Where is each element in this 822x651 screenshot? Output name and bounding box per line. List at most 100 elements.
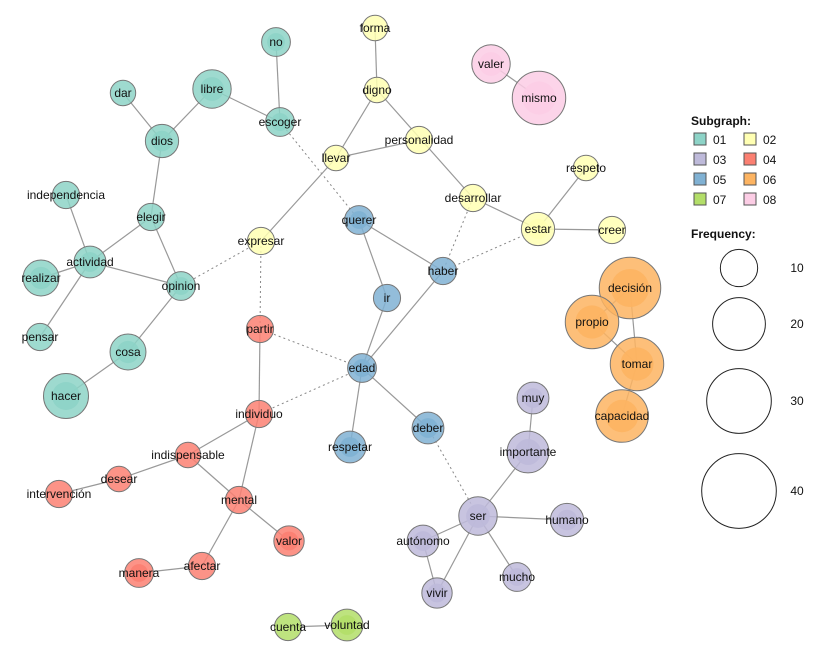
node-indispensable[interactable]: indispensable [151,441,225,469]
node-decision[interactable]: decisión [598,256,662,320]
node-core-actividad [80,252,100,272]
legend-subgraph-07: 07 [693,192,727,207]
node-mental[interactable]: mental [221,485,257,515]
node-independencia[interactable]: independencia [27,180,105,210]
legend-swatch-07 [693,192,707,206]
edge-llevar-expresar [260,157,337,242]
node-respeto[interactable]: respeto [566,154,606,182]
node-core-manera [130,564,148,582]
legend-subgraph-label-03: 03 [713,153,727,167]
node-respetar[interactable]: respetar [328,430,372,464]
node-querer[interactable]: querer [342,205,377,235]
node-label-creer: creer [598,223,625,237]
legend-frequency-label-20: 20 [790,317,804,331]
node-label-deber: deber [413,421,444,435]
legend-frequency-label-40: 40 [790,484,804,498]
node-edad[interactable]: edad [347,353,377,383]
legend-frequency-circle-20 [712,297,766,351]
node-label-indispensable: indispensable [151,448,225,462]
node-cuenta[interactable]: cuenta [270,612,306,642]
node-humano[interactable]: humano [545,502,589,538]
node-no[interactable]: no [261,27,291,57]
node-label-edad: edad [349,361,376,375]
node-dios[interactable]: dios [144,123,180,159]
node-core-realizar [29,266,53,290]
node-core-voluntad [337,615,357,635]
node-desarrollar[interactable]: desarrollar [445,183,502,213]
node-circle-expresar [246,226,276,256]
node-intervencion[interactable]: intervención [27,479,92,509]
node-core-opinion [172,277,190,295]
node-digno[interactable]: digno [362,76,392,104]
edge-haber-edad [361,270,444,369]
legend-subgraph-title: Subgraph: [691,114,751,128]
node-label-propio: propio [575,315,609,329]
node-hacer[interactable]: hacer [42,372,90,420]
node-libre[interactable]: libre [192,69,232,109]
edge-partir-edad [259,328,363,369]
node-label-tomar: tomar [622,357,653,371]
node-circle-partir [245,314,275,344]
node-label-afectar: afectar [184,559,221,573]
node-label-escoger: escoger [259,115,302,129]
node-muy[interactable]: muy [516,381,550,415]
node-afectar[interactable]: afectar [184,551,221,581]
node-individuo[interactable]: individuo [235,399,283,429]
node-desear[interactable]: desear [101,465,138,493]
node-voluntad[interactable]: voluntad [324,608,370,642]
node-circle-creer [597,215,627,245]
node-expresar[interactable]: expresar [238,226,285,256]
node-circle-cuenta [273,612,303,642]
node-label-cosa: cosa [115,345,141,359]
node-capacidad[interactable]: capacidad [595,389,650,443]
node-escoger[interactable]: escoger [259,107,302,137]
node-valor[interactable]: valor [273,525,305,557]
node-mismo[interactable]: mismo [511,70,567,126]
node-label-hacer: hacer [51,389,81,403]
node-llevar[interactable]: llevar [322,144,351,172]
node-forma[interactable]: forma [360,14,391,42]
node-realizar[interactable]: realizar [21,259,61,297]
node-pensar[interactable]: pensar [22,322,59,352]
node-opinion[interactable]: opinion [162,271,201,301]
node-elegir[interactable]: elegir [136,202,166,232]
edge-opinion-expresar [180,240,262,287]
node-deber[interactable]: deber [411,411,445,445]
node-dar[interactable]: dar [109,79,137,107]
node-circle-desarrollar [458,183,488,213]
legend-swatch-08 [743,192,757,206]
node-ser[interactable]: ser [458,496,498,536]
node-importante[interactable]: importante [500,430,557,474]
node-label-desarrollar: desarrollar [445,191,502,205]
node-haber[interactable]: haber [428,256,459,286]
node-estar[interactable]: estar [520,211,556,247]
node-tomar[interactable]: tomar [609,336,665,392]
legend-swatch-06 [743,172,757,186]
node-actividad[interactable]: actividad [66,245,114,279]
legend-frequency-title: Frequency: [691,227,756,241]
node-vivir[interactable]: vivir [421,577,453,609]
node-autonomo[interactable]: autónomo [396,524,450,558]
node-manera[interactable]: manera [119,558,160,588]
edge-individuo-mental [238,413,260,501]
legend-frequency-30: 30 [706,368,804,434]
node-mucho[interactable]: mucho [499,562,535,592]
node-label-cuenta: cuenta [270,620,306,634]
legend-subgraph-label-04: 04 [763,153,777,167]
node-personalidad[interactable]: personalidad [385,125,454,155]
node-label-capacidad: capacidad [595,409,650,423]
edge-deber-ser [427,427,479,517]
node-ir[interactable]: ir [372,283,402,313]
node-valer[interactable]: valer [471,44,511,84]
node-core-importante [515,439,541,465]
node-core-decision [610,268,650,308]
node-creer[interactable]: creer [597,215,627,245]
node-cosa[interactable]: cosa [109,333,147,371]
node-partir[interactable]: partir [245,314,275,344]
node-circle-digno [363,76,391,104]
node-propio[interactable]: propio [564,294,620,350]
node-label-valer: valer [478,57,504,71]
node-label-forma: forma [360,21,391,35]
